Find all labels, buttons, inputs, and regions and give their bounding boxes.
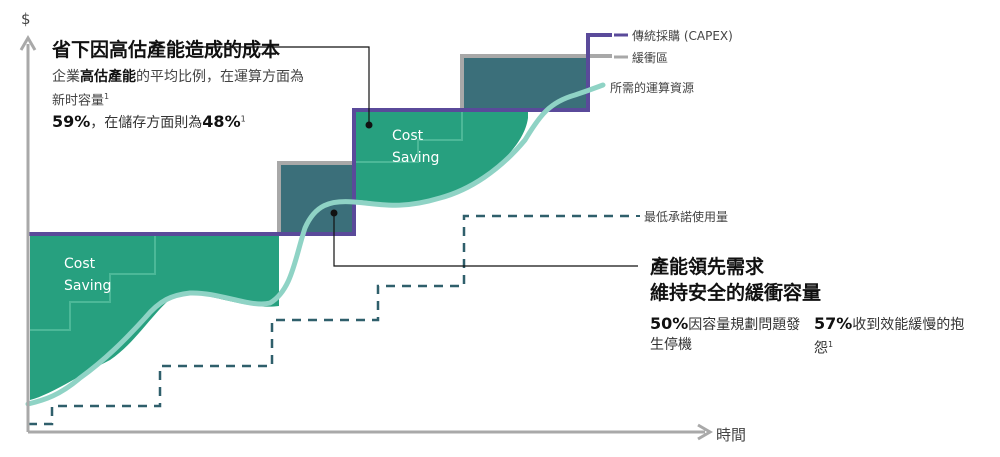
inner-step-outline	[30, 110, 463, 331]
callout-leader-line	[333, 215, 638, 267]
callout-stat2-line1: 收到效能緩慢的抱	[852, 317, 965, 333]
headline-leader-dot	[365, 121, 373, 129]
headline-line2: 新时容量1	[52, 86, 109, 111]
callout-stat1-line1: 因容量規劃問題發	[688, 317, 801, 333]
callout-stat2-value: 57%	[814, 314, 853, 333]
callout-stat2-sup: 1	[828, 340, 834, 349]
callout-stat-2: 57%收到效能緩慢的抱 怨1	[814, 314, 964, 359]
cost-saving-right-line2: Saving	[392, 150, 440, 166]
headline-line2-sup: 1	[104, 92, 110, 101]
cost-saving-area-right	[354, 110, 528, 204]
x-axis-label: 時間	[716, 426, 747, 444]
callout-stat1-line2: 生停機	[650, 337, 692, 353]
buffer-block-1	[279, 165, 354, 236]
x-axis-arrow	[697, 423, 713, 441]
callout-title: 產能領先需求 維持安全的緩衝容量	[650, 254, 821, 306]
headline-line1-prefix: 企業	[52, 69, 80, 85]
headline-line1-suffix: 的平均比例，在運算方面為	[136, 69, 304, 85]
callout-stat2-line2: 怨	[814, 340, 828, 357]
cost-saving-label-left: Cost Saving	[64, 253, 111, 297]
headline-stat: 59%，在儲存方面則為48%1	[52, 112, 246, 132]
capex-line	[28, 33, 612, 236]
legend-buffer: 緩衝區	[632, 51, 669, 65]
buffer-block-2	[462, 58, 588, 110]
headline-stat-value-1: 59%	[52, 112, 91, 131]
headline-stat-value-2: 48%	[202, 112, 241, 131]
cost-saving-left-line1: Cost	[64, 256, 96, 272]
cost-saving-left-line2: Saving	[64, 278, 112, 294]
legend-required: 所需的運算資源	[610, 81, 695, 95]
headline-line1: 企業高估產能的平均比例，在運算方面為	[52, 67, 304, 88]
headline-leader-line	[185, 46, 370, 122]
headline-stat-sup: 1	[240, 114, 246, 124]
legend-minimum-commit: 最低承諾使用量	[644, 210, 729, 224]
callout-line1: 產能領先需求	[650, 256, 765, 278]
callout-line2: 維持安全的緩衝容量	[650, 282, 822, 304]
y-axis-arrow	[19, 35, 37, 51]
required-resources-curve	[25, 82, 606, 407]
callout-stat1-value: 50%	[650, 314, 689, 333]
headline-title: 省下因高估產能造成的成本	[52, 39, 281, 61]
legend-capex: 傳統採購 (CAPEX)	[632, 29, 733, 43]
cost-saving-label-right: Cost Saving	[392, 125, 439, 169]
cost-saving-right-line1: Cost	[392, 128, 424, 144]
cost-saving-area-left	[30, 236, 279, 400]
y-axis-label: $	[21, 10, 31, 28]
minimum-commit-line	[28, 214, 632, 426]
callout-stat-1: 50%因容量規劃問題發 生停機	[650, 314, 800, 355]
headline-line2-text: 新时容量	[52, 93, 105, 109]
headline-line1-bold: 高估產能	[80, 69, 136, 85]
headline-stat-text: ，在儲存方面則為	[90, 115, 203, 131]
callout-leader-dot	[330, 209, 338, 217]
